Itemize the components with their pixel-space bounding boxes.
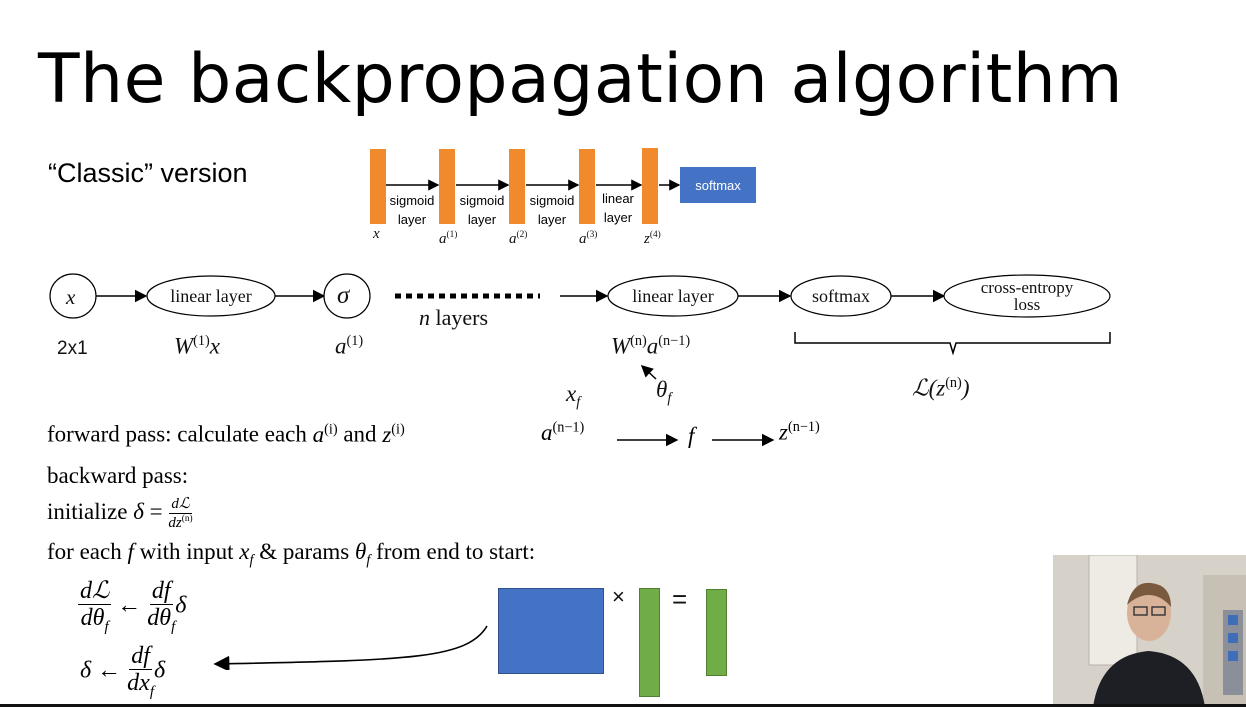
loss-node [943, 274, 1111, 318]
result-vector [706, 589, 727, 676]
node-label-a1: a(1) [439, 230, 458, 247]
times-symbol: × [612, 584, 625, 609]
node-label-z4: z(4) [644, 230, 661, 247]
wn-label: W(n)a(n−1) [611, 333, 691, 359]
layer-bar-a2 [509, 149, 525, 224]
forward-chain: a(n−1) [541, 419, 585, 445]
softmax-box: softmax [680, 167, 756, 203]
w1x-label: W(1)x [174, 333, 221, 359]
linear-layer-n-label: linear layer [632, 286, 714, 306]
a1-label: a(1) [335, 333, 364, 359]
node-label-x: x [373, 226, 380, 242]
n-layers-label: n layers [419, 305, 489, 330]
layer-bar-x [370, 149, 386, 224]
node-label-a3: a(3) [579, 230, 598, 247]
softmax-label: softmax [812, 286, 870, 306]
top-diagram-arrows [386, 179, 681, 191]
bottom-border [0, 704, 1246, 707]
presenter-image [1053, 555, 1246, 707]
layer-bar-a3 [579, 149, 595, 224]
backward-pass-text: backward pass: [47, 463, 189, 488]
layer-bar-z4 [642, 148, 658, 224]
node-label-a2: a(2) [509, 230, 528, 247]
presenter-webcam [1053, 555, 1246, 707]
sigma-label: σ [337, 282, 350, 309]
theta-arrow [640, 364, 657, 380]
forward-chain-f: f [688, 423, 695, 448]
forward-pass-text: forward pass: calculate each a(i) and z(… [47, 421, 405, 447]
theta-f-label: θf [656, 377, 672, 407]
loss-expression: ℒ(z(n)) [912, 375, 970, 401]
curved-arrow [213, 625, 488, 670]
sigma-node [323, 273, 371, 319]
linear-layer-1-label: linear layer [170, 286, 252, 306]
slide-title: The backpropagation algorithm [38, 40, 1124, 119]
dimension-label: 2x1 [57, 338, 88, 359]
equals-symbol: = [672, 584, 688, 614]
forward-chain-arrows [617, 433, 775, 447]
delta-vector [639, 588, 660, 697]
for-each-text: for each f with input xf & params θf fro… [47, 539, 536, 569]
computation-chain [49, 273, 1111, 355]
x-f-label: xf [566, 381, 581, 411]
loss-brace [794, 332, 1111, 355]
x-node-label: x [66, 285, 76, 309]
layer-bar-a1 [439, 149, 455, 224]
forward-chain-z: z(n−1) [779, 419, 820, 445]
slide-subtitle: “Classic” version [48, 158, 248, 188]
jacobian-matrix [498, 588, 604, 674]
